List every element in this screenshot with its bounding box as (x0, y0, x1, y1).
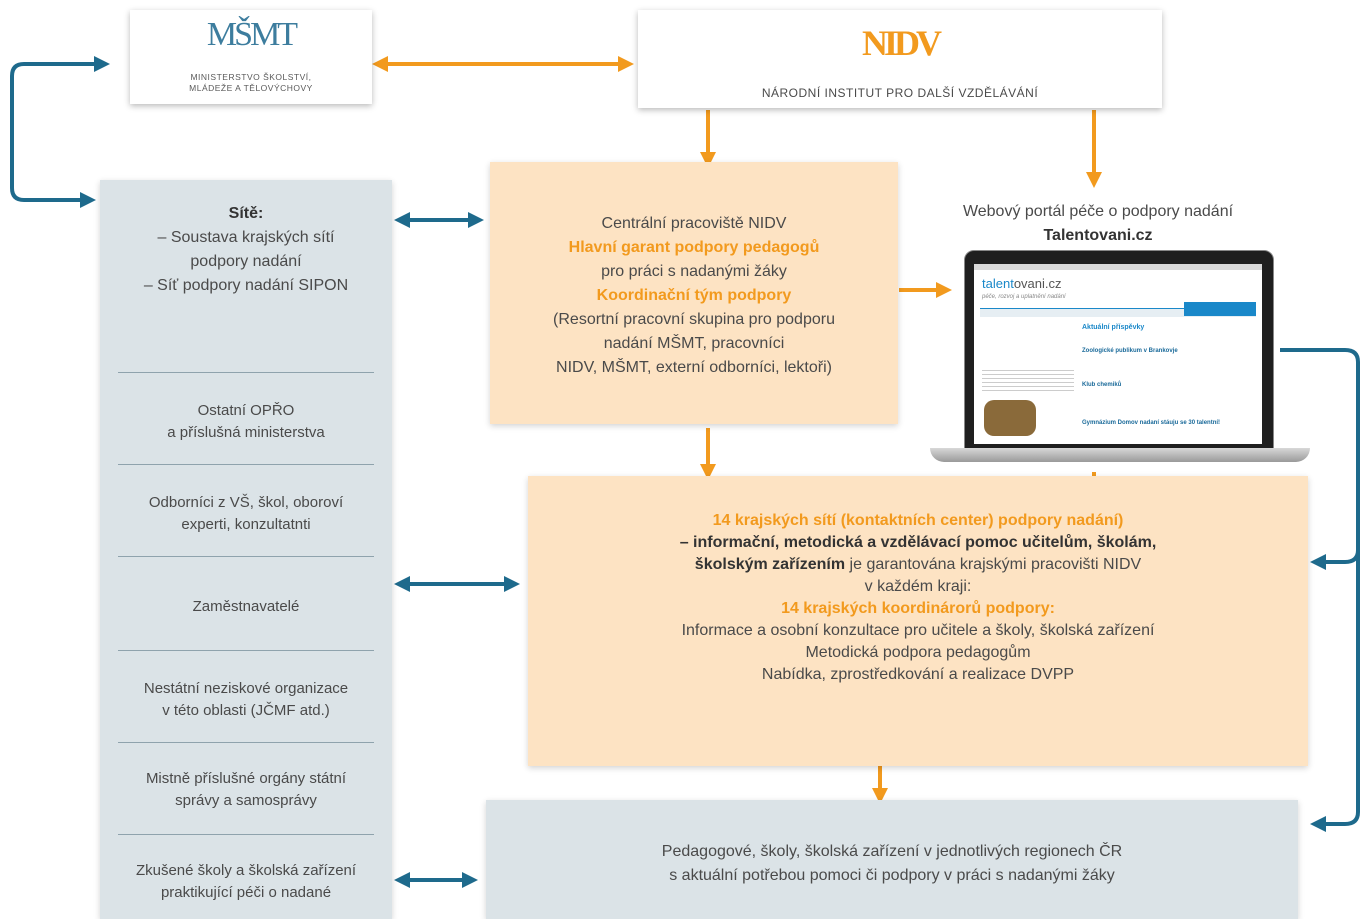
teachers-box: Pedagogové, školy, školská zařízení v je… (486, 800, 1298, 919)
msmt-logo: MŠMT (130, 16, 372, 54)
msmt-logo-box: MŠMT MINISTERSTVO ŠKOLSTVÍ, MLÁDEŽE A TĚ… (130, 10, 372, 104)
network-item-experts: Odborníci z VŠ, škol, oboroví experti, k… (100, 492, 392, 536)
network-item-text: experti, konzultatnti (181, 516, 311, 533)
nidv-logo: NIDV (638, 22, 1162, 64)
central-office-box: Centrální pracoviště NIDV Hlavní garant … (490, 162, 898, 424)
site-post-3: Gymnázium Domov nadaní stáuju se 30 tale… (1082, 420, 1221, 426)
msmt-name-line2: MLÁDEŽE A TĚLOVÝCHOVY (189, 83, 313, 93)
arrow-msmt-networks-loop (10, 56, 110, 208)
network-item-text: Ostatní OPŘO (197, 402, 295, 419)
menubar (974, 264, 1262, 270)
site-nav (980, 308, 1256, 317)
nidv-logo-box: NIDV NÁRODNÍ INSTITUT PRO DALŠÍ VZDĚLÁVÁ… (638, 10, 1162, 108)
site-post-2: Klub chemiků (1082, 382, 1122, 388)
teachers-line1: Pedagogové, školy, školská zařízení v je… (661, 843, 1123, 860)
central-line2: Hlavní garant podpory pedagogů (568, 239, 820, 256)
regional-line8: Nabídka, zprostředkování a realizace DVP… (761, 666, 1075, 683)
network-item-authorities: Mistně příslušné orgány státní správy a … (100, 768, 392, 812)
teachers-line2: s aktuální potřebou pomoci či podpory v … (669, 867, 1115, 884)
portal-caption: Webový portál péče o podpory nadání Tale… (920, 200, 1276, 248)
arrow-right-to-regional (1310, 549, 1360, 570)
divider (118, 650, 374, 651)
laptop-base (930, 448, 1310, 462)
central-line3: pro práci s nadanými žáky (601, 263, 787, 280)
regional-line1: 14 krajských sítí (kontaktních center) p… (712, 512, 1124, 529)
divider (118, 556, 374, 557)
central-line4: Koordinační tým podpory (596, 287, 792, 304)
central-line1: Centrální pracoviště NIDV (601, 215, 787, 232)
network-item-oprpo: Ostatní OPŘO a příslušná ministerstva (100, 400, 392, 444)
network-item-text: Zaměstnavatelé (192, 598, 300, 615)
site-logo-part-a: talent (982, 276, 1014, 291)
site-post-1: Zoologické publikum v Brankovje (1082, 348, 1178, 354)
site-logo-part-b: ovani.cz (1013, 276, 1062, 291)
regional-line2: – informační, metodická a vzdělávací pom… (679, 534, 1157, 551)
central-line6: nadání MŠMT, pracovníci (603, 335, 785, 352)
networks-panel (100, 180, 392, 919)
portal-caption-text: Webový portál péče o podpory nadání (962, 203, 1234, 220)
portal-name: Talentovani.cz (1043, 227, 1153, 244)
divider (118, 834, 374, 835)
network-item-text: správy a samosprávy (175, 792, 317, 809)
networks-title: Sítě: (228, 205, 264, 222)
networks-header: Sítě: – Soustava krajských sítí podpory … (100, 202, 392, 298)
msmt-name-line1: MINISTERSTVO ŠKOLSTVÍ, (190, 72, 312, 82)
nidv-logo-mark: NIDV (861, 23, 942, 63)
arrow-right-loop (1280, 348, 1360, 832)
network-item-schools: Zkušené školy a školská zařízení praktik… (100, 860, 392, 904)
network-item-text: praktikující péči o nadané (160, 884, 332, 901)
site-login-box (1184, 302, 1256, 316)
regional-line3-bold: školským zařízením (694, 556, 846, 573)
nidv-name: NÁRODNÍ INSTITUT PRO DALŠÍ VZDĚLÁVÁNÍ (761, 86, 1039, 100)
regional-line7: Metodická podpora pedagogům (805, 644, 1031, 661)
networks-line3: – Síť podpory nadání SIPON (143, 277, 349, 294)
laptop-image: talentovani.cz péče, rozvoj a uplatnění … (930, 250, 1310, 472)
central-line5: (Resortní pracovní skupina pro podporu (553, 311, 835, 328)
laptop-screen: talentovani.cz péče, rozvoj a uplatnění … (974, 264, 1262, 444)
site-logo: talentovani.cz (982, 276, 1062, 291)
regional-line4: v každém kraji: (864, 578, 972, 595)
regional-networks-box: 14 krajských sítí (kontaktních center) p… (528, 476, 1308, 766)
network-item-employers: Zaměstnavatelé (100, 596, 392, 618)
network-item-text: Nestátní neziskové organizace (143, 680, 349, 697)
site-tagline: péče, rozvoj a uplatnění nadání (982, 294, 1066, 300)
central-line7: NIDV, MŠMT, externí odborníci, lektoři) (556, 359, 832, 376)
network-item-text: Odborníci z VŠ, škol, oboroví (148, 494, 344, 511)
regional-line6: Informace a osobní konzultace pro učitel… (681, 622, 1155, 639)
divider (118, 464, 374, 465)
site-heading: Aktuální příspěvky (1082, 324, 1145, 331)
regional-line3: školským zařízením je garantována krajsk… (528, 554, 1308, 576)
site-sidebar-text (982, 370, 1074, 394)
site-map-image (984, 400, 1036, 436)
networks-line2: podpory nadání (190, 253, 302, 270)
msmt-logo-mark: MŠMT (206, 16, 298, 53)
regional-line3-rest: je garantována krajskými pracovišti NIDV (845, 556, 1142, 573)
msmt-name: MINISTERSTVO ŠKOLSTVÍ, MLÁDEŽE A TĚLOVÝC… (130, 72, 372, 94)
network-item-text: Zkušené školy a školská zařízení (135, 862, 357, 879)
network-item-text: Mistně příslušné orgány státní (145, 770, 347, 787)
networks-line1: – Soustava krajských sítí (157, 229, 335, 246)
divider (118, 372, 374, 373)
network-item-ngo: Nestátní neziskové organizace v této obl… (100, 678, 392, 722)
network-item-text: v této oblasti (JČMF atd.) (162, 702, 330, 719)
network-item-text: a příslušná ministerstva (167, 424, 325, 441)
divider (118, 742, 374, 743)
regional-line5: 14 krajských koordinárorů podpory: (781, 600, 1055, 617)
